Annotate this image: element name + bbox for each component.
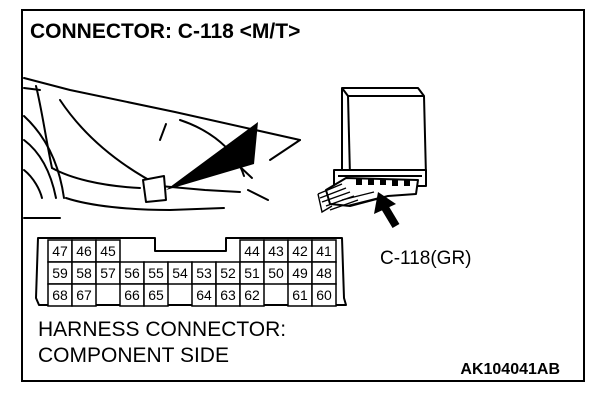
connector-latch-marks xyxy=(356,179,410,186)
pin-label-64: 64 xyxy=(196,287,212,303)
pin-label-49: 49 xyxy=(292,265,308,281)
pin-label-59: 59 xyxy=(52,265,68,281)
pin-label-66: 66 xyxy=(124,287,140,303)
pin-label-53: 53 xyxy=(196,265,212,281)
pin-label-65: 65 xyxy=(148,287,164,303)
ecu-module-illustration xyxy=(325,87,427,207)
pin-label-60: 60 xyxy=(316,287,332,303)
pin-label-50: 50 xyxy=(268,265,284,281)
pin-label-46: 46 xyxy=(76,243,92,259)
pin-cell-65 xyxy=(143,283,169,307)
pin-label-56: 56 xyxy=(124,265,140,281)
pin-label-48: 48 xyxy=(316,265,332,281)
pin-label-62: 62 xyxy=(244,287,260,303)
figure-code: AK104041AB xyxy=(460,361,560,378)
connector-callout-label: C-118(GR) xyxy=(380,248,472,269)
pin-label-54: 54 xyxy=(172,265,188,281)
pin-label-57: 57 xyxy=(100,265,116,281)
view-label-line2: COMPONENT SIDE xyxy=(38,344,229,367)
pin-label-42: 42 xyxy=(292,243,308,259)
pin-label-43: 43 xyxy=(268,243,284,259)
harness-wires xyxy=(317,183,379,214)
diagram-title: CONNECTOR: C-118 <M/T> xyxy=(30,20,300,43)
pin-cell-60 xyxy=(311,283,337,307)
diagram-frame xyxy=(21,9,585,382)
pin-label-68: 68 xyxy=(52,287,68,303)
pin-label-63: 63 xyxy=(220,287,236,303)
pin-label-52: 52 xyxy=(220,265,236,281)
pin-label-55: 55 xyxy=(148,265,164,281)
callout-arrow xyxy=(374,192,400,229)
pin-label-45: 45 xyxy=(100,243,116,259)
pinout-diagram: 47 46 45 44 43 42 41 59 58 57 56 55 54 53 52 51 50 49 48 68… xyxy=(35,237,347,307)
pin-label-41: 41 xyxy=(316,243,332,259)
view-label-line1: HARNESS CONNECTOR: xyxy=(38,318,286,341)
pin-label-51: 51 xyxy=(244,265,260,281)
pin-cell-62 xyxy=(239,283,265,307)
pin-label-47: 47 xyxy=(52,243,68,259)
dashboard-illustration xyxy=(23,77,301,219)
pin-label-61: 61 xyxy=(292,287,308,303)
connector-location-pointer xyxy=(142,122,258,203)
pin-label-58: 58 xyxy=(76,265,92,281)
pin-label-44: 44 xyxy=(244,243,260,259)
pin-cells: 47 46 45 44 43 42 41 59 58 57 56 55 54 53 52 51 50 49 48 68… xyxy=(47,239,337,307)
pin-cell-67 xyxy=(71,283,97,307)
pin-label-67: 67 xyxy=(76,287,92,303)
